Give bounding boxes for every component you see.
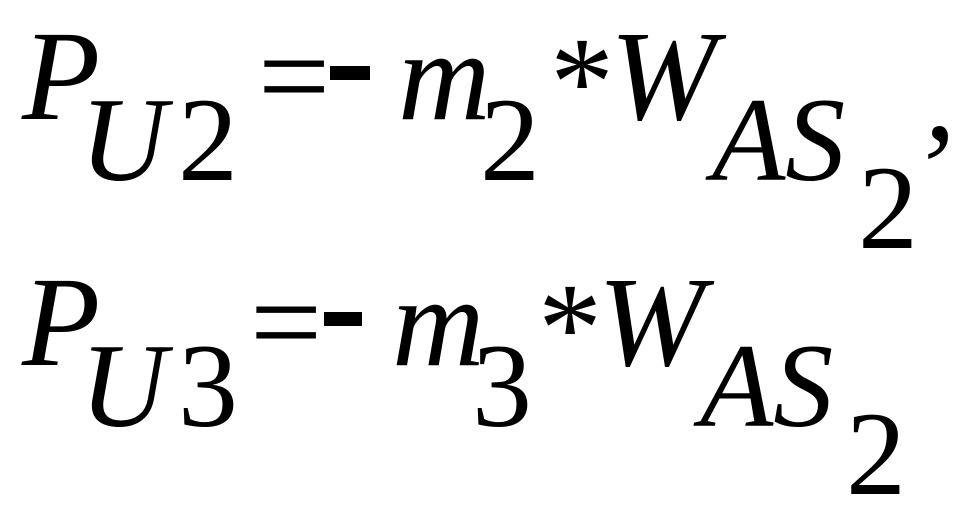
- eq2-work-subscript-var: AS: [700, 319, 834, 452]
- eq2-minus-sign: [324, 312, 362, 326]
- eq2-power-subscript-num: 3: [178, 319, 238, 452]
- eq1-multiply-sign: *: [550, 11, 614, 153]
- eq1-work-subscript-num: 2: [858, 141, 918, 274]
- eq1-power-subscript-var: U: [80, 73, 167, 206]
- eq2-work-symbol: W: [598, 251, 705, 393]
- eq2-mass-symbol: m: [392, 251, 485, 393]
- eq1-power-subscript-num: 2: [178, 73, 238, 206]
- eq1-mass-symbol: m: [398, 5, 491, 147]
- eq2-power-symbol: P: [22, 251, 101, 393]
- eq2-equals-sign: =: [250, 251, 323, 393]
- eq1-work-subscript-var: AS: [712, 73, 846, 206]
- eq1-minus-sign: [330, 66, 370, 80]
- eq2-work-subscript-num: 2: [846, 387, 906, 520]
- eq2-mass-subscript: 3: [472, 319, 532, 452]
- eq2-power-subscript-var: U: [80, 319, 167, 452]
- eq1-power-symbol: P: [22, 5, 101, 147]
- eq1-work-symbol: W: [610, 5, 717, 147]
- eq1-equals-sign: =: [258, 5, 331, 147]
- eq2-multiply-sign: *: [538, 257, 602, 399]
- eq1-mass-subscript: 2: [480, 73, 540, 206]
- eq1-trailing-comma: ,: [924, 25, 956, 167]
